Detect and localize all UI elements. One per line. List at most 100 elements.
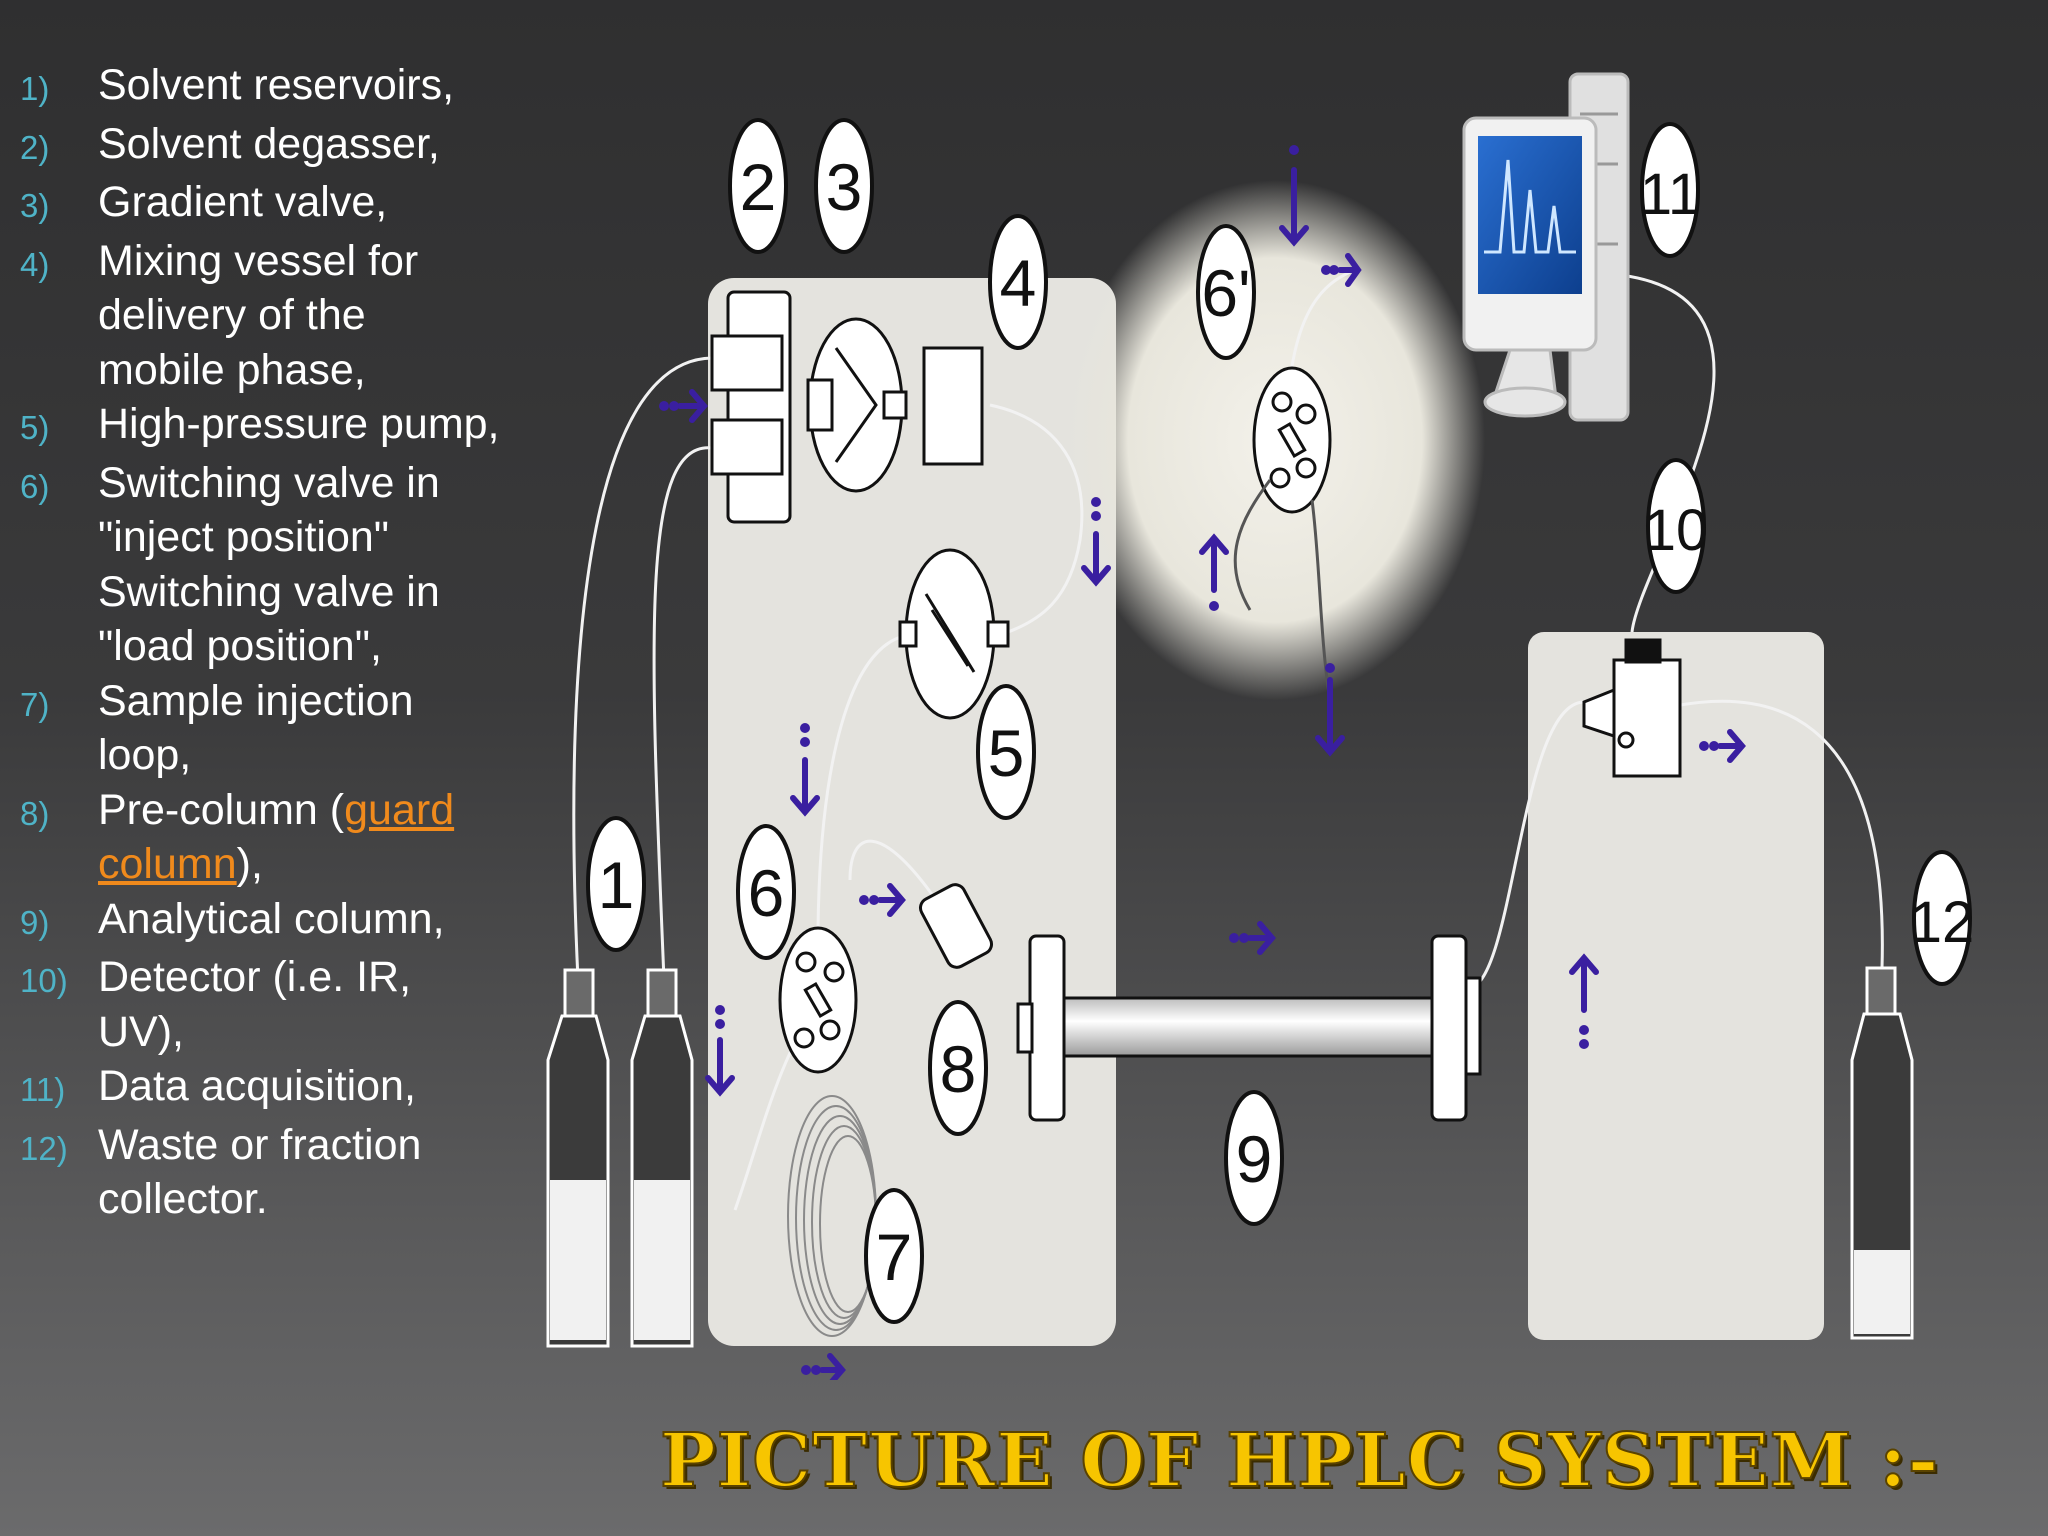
legend-item: 2) Solvent degasser, xyxy=(20,117,540,176)
legend-line: Switching valve in xyxy=(98,567,440,616)
legend-line: Detector (i.e. IR, xyxy=(98,953,412,1001)
legend-text: Detector (i.e. IR, UV), xyxy=(98,950,411,1059)
label-11: 11 xyxy=(1640,122,1700,258)
legend-item: 9) Analytical column, xyxy=(20,892,540,951)
legend-line: "load position", xyxy=(98,622,382,670)
svg-text:8: 8 xyxy=(940,1032,977,1106)
legend-line: collector. xyxy=(98,1175,268,1223)
legend-text: Solvent reservoirs, xyxy=(98,58,454,113)
solvent-reservoir-bottles xyxy=(546,966,1914,1348)
legend-line: Analytical column, xyxy=(98,894,445,943)
legend-item: 6)Switching valve in"inject position"Swi… xyxy=(20,456,540,674)
legend-number: 7) xyxy=(20,685,50,723)
guard-column-link[interactable]: guard xyxy=(344,785,455,834)
label-6-prime: 6' xyxy=(1196,224,1256,360)
legend-text: Mixing vessel for delivery of the mobile p… xyxy=(98,234,418,398)
legend-line: Sample injection xyxy=(98,676,414,725)
svg-text:6: 6 xyxy=(748,856,785,930)
legend-number: 11) xyxy=(20,1071,66,1108)
legend-item: 1) Solvent reservoirs, xyxy=(20,58,540,117)
legend-item: 10) Detector (i.e. IR, UV), xyxy=(20,950,540,1059)
legend-line: Solvent reservoirs, xyxy=(98,61,455,109)
legend-line: Mixing vessel for xyxy=(98,236,419,285)
legend-item: 4) Mixing vessel for delivery of the mobile… xyxy=(20,234,540,398)
legend-line: "inject position" xyxy=(98,513,390,561)
legend-text-suffix: ), xyxy=(236,840,263,888)
svg-text:4: 4 xyxy=(1000,246,1037,320)
svg-text:1: 1 xyxy=(598,848,635,922)
label-2: 2 xyxy=(728,118,788,254)
data-acquisition-computer xyxy=(1462,72,1630,422)
legend-text: Switching valve in "inject position" Switc… xyxy=(98,456,440,674)
legend-number: 10) xyxy=(20,962,68,999)
legend-line: Switching valve in xyxy=(98,458,440,507)
legend-text-prefix: Pre-column ( xyxy=(98,785,345,834)
svg-text:2: 2 xyxy=(740,150,777,224)
legend-line: High-pressure pump, xyxy=(98,400,500,448)
svg-text:11: 11 xyxy=(1640,162,1700,227)
diagram-caption: PICTURE OF HPLC SYSTEM :- xyxy=(659,1417,1940,1505)
label-4: 4 xyxy=(988,214,1048,350)
legend-text: High-pressure pump, xyxy=(98,397,500,452)
legend-number: 8) xyxy=(20,794,50,832)
legend-text: Sample injection loop, xyxy=(98,674,414,783)
legend-text: Solvent degasser, xyxy=(98,117,440,172)
label-5: 5 xyxy=(976,684,1036,820)
legend-line: delivery of the xyxy=(98,291,366,339)
legend-text: Analytical column, xyxy=(98,892,445,947)
legend-line: loop, xyxy=(98,731,192,779)
analytical-column xyxy=(1016,934,1482,1122)
component-legend: 1) Solvent reservoirs, 2) Solvent degasser,… xyxy=(20,58,540,1227)
legend-number: 5) xyxy=(20,409,50,446)
instrument-panel-left xyxy=(708,278,1116,1346)
flow-arrow-dots xyxy=(659,145,1719,1375)
guard-column xyxy=(918,883,994,969)
svg-text:5: 5 xyxy=(988,716,1025,790)
label-6: 6 xyxy=(736,824,796,960)
legend-line: Waste or fraction xyxy=(98,1120,422,1169)
svg-text:12: 12 xyxy=(1910,890,1975,955)
legend-number: 1) xyxy=(20,70,50,107)
hplc-diagram: 2 3 4 5 6 6' 1 7 8 9 10 11 12 xyxy=(546,72,1975,1380)
high-pressure-pump xyxy=(898,548,1010,720)
svg-text:6': 6' xyxy=(1201,256,1250,330)
tubing xyxy=(572,268,1884,1211)
legend-text: Waste or fraction collector. xyxy=(98,1118,421,1227)
svg-text:7: 7 xyxy=(876,1220,913,1294)
flow-arrows xyxy=(677,167,1746,1380)
legend-line: UV), xyxy=(98,1007,184,1056)
switching-valve-inject xyxy=(778,926,858,1074)
detector xyxy=(1582,638,1682,778)
legend-text: Gradient valve, xyxy=(98,175,387,230)
guard-column-link[interactable]: column xyxy=(98,840,237,888)
detector-panel xyxy=(1528,632,1824,1340)
legend-number: 2) xyxy=(20,128,50,166)
label-9: 9 xyxy=(1224,1090,1284,1226)
legend-line: mobile phase, xyxy=(98,345,366,394)
legend-item: 12) Waste or fraction collector. xyxy=(20,1118,540,1227)
legend-line: Solvent degasser, xyxy=(98,119,440,168)
legend-line: Data acquisition, xyxy=(98,1062,416,1110)
label-7: 7 xyxy=(864,1188,924,1324)
legend-number: 6) xyxy=(20,467,50,505)
svg-text:9: 9 xyxy=(1236,1122,1273,1196)
svg-text:10: 10 xyxy=(1644,498,1709,563)
label-12: 12 xyxy=(1910,850,1975,986)
legend-item: 3)Gradient valve, xyxy=(20,175,540,234)
legend-item: 5) High-pressure pump, xyxy=(20,397,540,456)
label-10: 10 xyxy=(1644,458,1709,594)
degasser-and-gradient-valve xyxy=(710,290,984,524)
legend-number: 9) xyxy=(20,903,50,941)
label-8: 8 xyxy=(928,1000,988,1136)
legend-line: Pre-column (guard xyxy=(98,783,454,838)
legend-line: Gradient valve, xyxy=(98,178,388,226)
legend-number: 12) xyxy=(20,1129,68,1167)
legend-item: 11) Data acquisition, xyxy=(20,1059,540,1118)
legend-text: Data acquisition, xyxy=(98,1059,416,1114)
legend-item: 7) Sample injection loop, xyxy=(20,674,540,783)
legend-line: column), xyxy=(98,837,454,892)
legend-number: 4) xyxy=(20,245,50,283)
svg-text:3: 3 xyxy=(826,150,863,224)
